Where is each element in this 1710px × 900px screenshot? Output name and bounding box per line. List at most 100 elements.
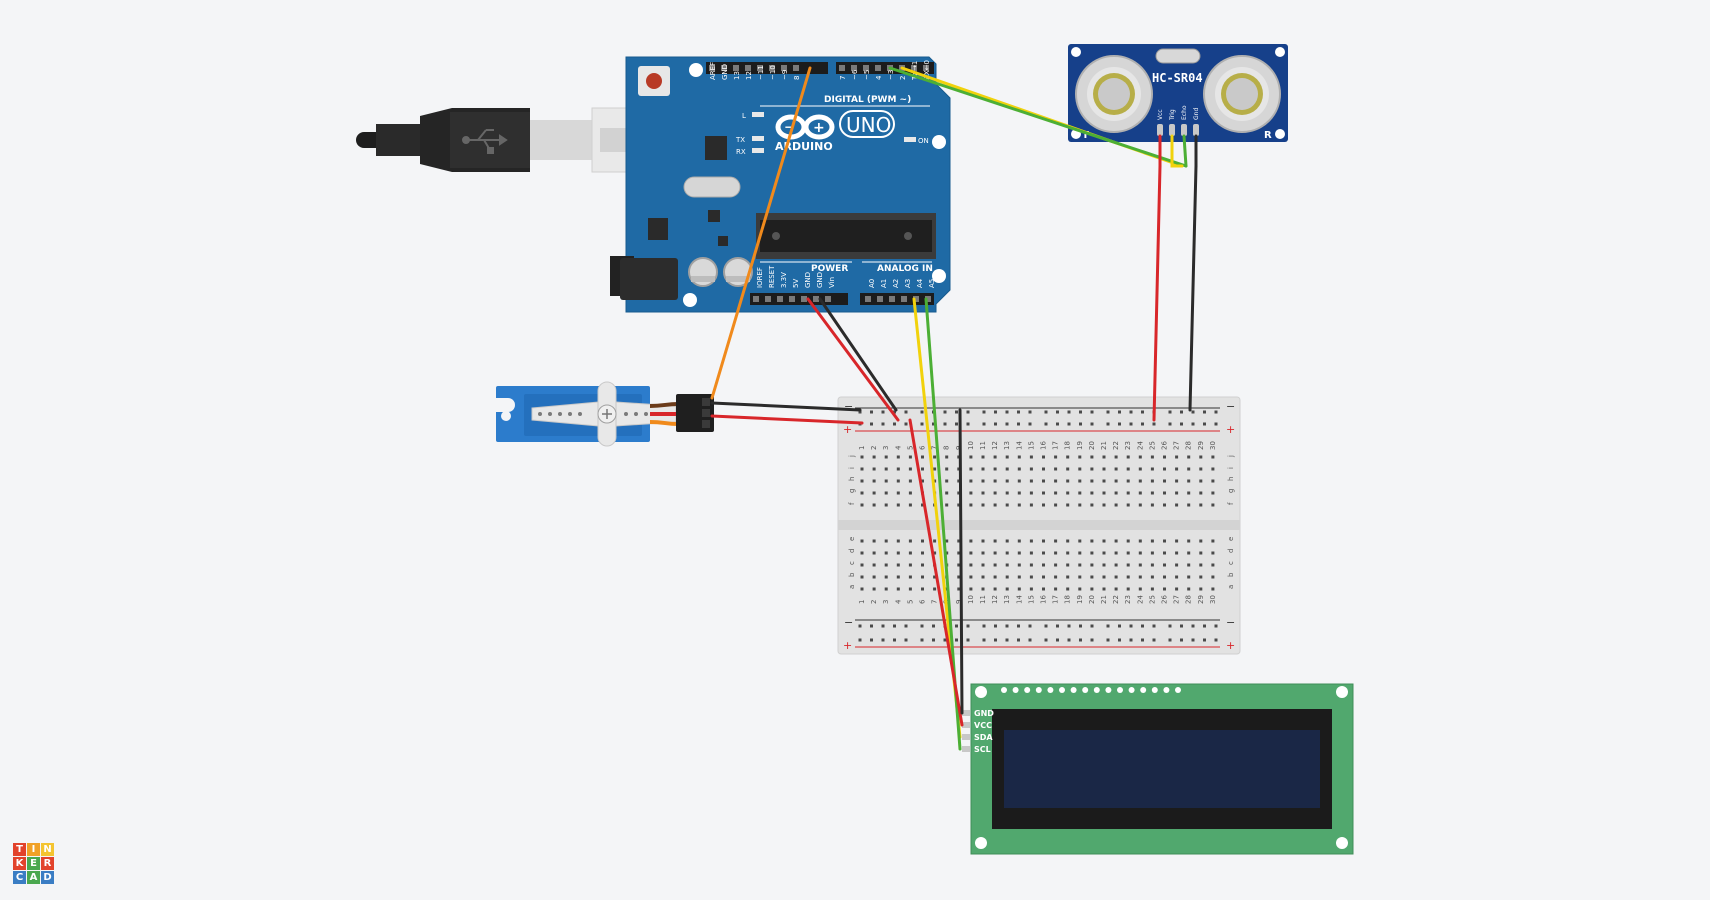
breadboard-hole[interactable] xyxy=(1066,551,1070,555)
rail-hole[interactable] xyxy=(1028,422,1032,426)
wire-lcd-vcc[interactable] xyxy=(908,418,964,727)
breadboard-hole[interactable] xyxy=(1078,539,1082,543)
breadboard-hole[interactable] xyxy=(884,455,888,459)
header-pin[interactable] xyxy=(765,296,771,302)
breadboard-hole[interactable] xyxy=(872,479,876,483)
breadboard-hole[interactable] xyxy=(1029,479,1033,483)
rail-hole[interactable] xyxy=(1067,638,1071,642)
sensor-pin[interactable] xyxy=(1157,124,1163,136)
rail-hole[interactable] xyxy=(955,624,958,628)
breadboard-hole[interactable] xyxy=(896,563,900,567)
breadboard-hole[interactable] xyxy=(1187,587,1191,591)
breadboard-hole[interactable] xyxy=(957,587,961,591)
breadboard-hole[interactable] xyxy=(1187,491,1191,495)
header-pin[interactable] xyxy=(813,296,819,302)
breadboard-hole[interactable] xyxy=(1078,455,1082,459)
rail-hole[interactable] xyxy=(1168,410,1172,414)
breadboard-hole[interactable] xyxy=(969,551,973,555)
rail-hole[interactable] xyxy=(1129,410,1133,414)
rail-hole[interactable] xyxy=(955,638,958,642)
breadboard-hole[interactable] xyxy=(1163,491,1166,495)
breadboard-hole[interactable] xyxy=(933,587,937,591)
breadboard-hole[interactable] xyxy=(1175,563,1179,567)
breadboard-hole[interactable] xyxy=(1090,563,1094,567)
rail-hole[interactable] xyxy=(1118,638,1121,642)
breadboard-hole[interactable] xyxy=(921,479,924,483)
rail-hole[interactable] xyxy=(1028,410,1032,414)
breadboard-hole[interactable] xyxy=(860,455,864,459)
header-pin[interactable] xyxy=(801,296,807,302)
breadboard-hole[interactable] xyxy=(1175,575,1179,579)
rail-hole[interactable] xyxy=(932,638,935,642)
breadboard-hole[interactable] xyxy=(1150,479,1154,483)
breadboard-hole[interactable] xyxy=(1066,491,1070,495)
breadboard-hole[interactable] xyxy=(957,491,961,495)
header-pin[interactable] xyxy=(745,65,751,71)
breadboard-hole[interactable] xyxy=(1138,455,1142,459)
breadboard-hole[interactable] xyxy=(1187,539,1191,543)
breadboard-hole[interactable] xyxy=(933,467,937,471)
rail-hole[interactable] xyxy=(982,638,986,642)
breadboard-hole[interactable] xyxy=(945,551,949,555)
rail-hole[interactable] xyxy=(1005,422,1009,426)
rail-hole[interactable] xyxy=(920,422,924,426)
breadboard-hole[interactable] xyxy=(1054,575,1058,579)
breadboard-hole[interactable] xyxy=(1005,575,1009,579)
breadboard-hole[interactable] xyxy=(1066,563,1070,567)
header-pin[interactable] xyxy=(913,296,919,302)
rail-hole[interactable] xyxy=(1214,624,1218,628)
breadboard-hole[interactable] xyxy=(1163,455,1166,459)
breadboard-hole[interactable] xyxy=(957,467,961,471)
rail-hole[interactable] xyxy=(904,624,908,628)
breadboard-hole[interactable] xyxy=(1126,551,1130,555)
breadboard-hole[interactable] xyxy=(1090,503,1094,507)
breadboard-hole[interactable] xyxy=(1042,563,1045,567)
rail-hole[interactable] xyxy=(1056,624,1059,628)
breadboard-hole[interactable] xyxy=(896,491,900,495)
wire-lcd-gnd[interactable] xyxy=(958,408,964,715)
breadboard-hole[interactable] xyxy=(1005,551,1009,555)
breadboard-hole[interactable] xyxy=(957,479,961,483)
header-pin[interactable] xyxy=(889,296,895,302)
breadboard-hole[interactable] xyxy=(981,467,985,471)
usb-cable[interactable] xyxy=(356,107,673,173)
micro-servo[interactable] xyxy=(496,381,714,447)
breadboard-hole[interactable] xyxy=(1029,587,1033,591)
breadboard-hole[interactable] xyxy=(1163,479,1166,483)
rail-hole[interactable] xyxy=(1090,422,1094,426)
breadboard-hole[interactable] xyxy=(860,575,864,579)
rail-hole[interactable] xyxy=(1203,638,1206,642)
breadboard-hole[interactable] xyxy=(908,587,912,591)
breadboard-hole[interactable] xyxy=(1090,491,1094,495)
breadboard-hole[interactable] xyxy=(1054,491,1058,495)
breadboard-hole[interactable] xyxy=(884,587,888,591)
breadboard-hole[interactable] xyxy=(969,479,973,483)
wire-servo-vcc[interactable] xyxy=(710,414,864,425)
breadboard-hole[interactable] xyxy=(1211,587,1215,591)
rail-hole[interactable] xyxy=(1180,638,1183,642)
wire-sensor-trig-lead[interactable] xyxy=(1170,134,1184,168)
breadboard-hole[interactable] xyxy=(1187,467,1191,471)
breadboard-hole[interactable] xyxy=(1163,503,1166,507)
rail-hole[interactable] xyxy=(1079,638,1082,642)
rail-hole[interactable] xyxy=(1203,410,1206,414)
breadboard-hole[interactable] xyxy=(1017,551,1021,555)
rail-hole[interactable] xyxy=(955,422,958,426)
breadboard-hole[interactable] xyxy=(1163,563,1166,567)
breadboard-hole[interactable] xyxy=(1029,491,1033,495)
rail-hole[interactable] xyxy=(1017,410,1020,414)
rail-hole[interactable] xyxy=(994,422,997,426)
breadboard-hole[interactable] xyxy=(1138,467,1142,471)
breadboard-hole[interactable] xyxy=(993,563,997,567)
breadboard-hole[interactable] xyxy=(1029,467,1033,471)
header-pin[interactable] xyxy=(925,296,931,302)
breadboard-hole[interactable] xyxy=(896,503,900,507)
breadboard-hole[interactable] xyxy=(981,587,985,591)
wire-sensor-vcc[interactable] xyxy=(1152,164,1162,422)
breadboard-hole[interactable] xyxy=(957,503,961,507)
rail-hole[interactable] xyxy=(870,638,873,642)
breadboard-hole[interactable] xyxy=(1054,479,1058,483)
breadboard-hole[interactable] xyxy=(1150,563,1154,567)
rail-hole[interactable] xyxy=(1044,638,1048,642)
breadboard-hole[interactable] xyxy=(1042,587,1045,591)
